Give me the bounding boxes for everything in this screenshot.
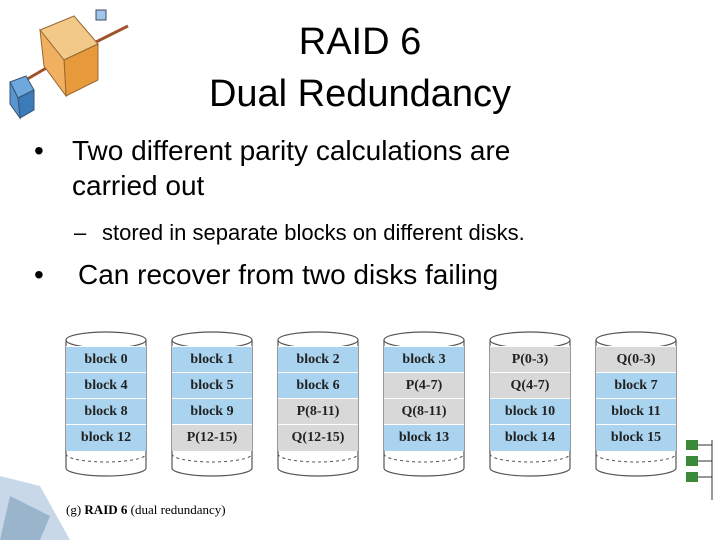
cube-clipart-icon	[0, 0, 140, 130]
data-block: block 6	[278, 372, 358, 399]
parity-block: Q(4-7)	[490, 372, 570, 399]
caption-suffix: (dual redundancy)	[131, 502, 226, 517]
data-block: block 14	[490, 424, 570, 451]
bullet-2-text: Can recover from two disks failing	[78, 258, 498, 292]
data-block: block 0	[66, 346, 146, 373]
data-block: block 3	[384, 346, 464, 373]
data-block: block 1	[172, 346, 252, 373]
data-block: block 10	[490, 398, 570, 425]
sub-bullet-text: stored in separate blocks on different d…	[102, 220, 525, 246]
parity-block: P(12-15)	[172, 424, 252, 451]
slide-title-line2: Dual Redundancy	[120, 72, 600, 116]
data-block: block 9	[172, 398, 252, 425]
figure-caption: (g) RAID 6 (dual redundancy)	[66, 502, 226, 518]
network-clipart-icon	[680, 430, 720, 510]
caption-prefix: (g)	[66, 502, 81, 517]
data-block: block 15	[596, 424, 676, 451]
parity-block: P(0-3)	[490, 346, 570, 373]
bullet-2: •	[34, 258, 44, 292]
bullet-1-text-line1: Two different parity calculations are	[72, 134, 510, 168]
data-block: block 4	[66, 372, 146, 399]
slide-title-line1: RAID 6	[120, 20, 600, 64]
corner-decoration-icon	[0, 476, 70, 540]
parity-block: Q(0-3)	[596, 346, 676, 373]
data-block: block 11	[596, 398, 676, 425]
parity-block: Q(12-15)	[278, 424, 358, 451]
parity-block: Q(8-11)	[384, 398, 464, 425]
bullet-marker: •	[34, 259, 44, 290]
data-block: block 12	[66, 424, 146, 451]
data-block: block 7	[596, 372, 676, 399]
sub-bullet-marker: –	[74, 220, 86, 246]
data-block: block 8	[66, 398, 146, 425]
parity-block: P(8-11)	[278, 398, 358, 425]
caption-title: RAID 6	[84, 502, 127, 517]
data-block: block 5	[172, 372, 252, 399]
parity-block: P(4-7)	[384, 372, 464, 399]
data-block: block 13	[384, 424, 464, 451]
bullet-1-text-line2: carried out	[72, 169, 204, 203]
data-block: block 2	[278, 346, 358, 373]
bullet-1: •	[34, 134, 44, 168]
bullet-marker: •	[34, 135, 44, 166]
